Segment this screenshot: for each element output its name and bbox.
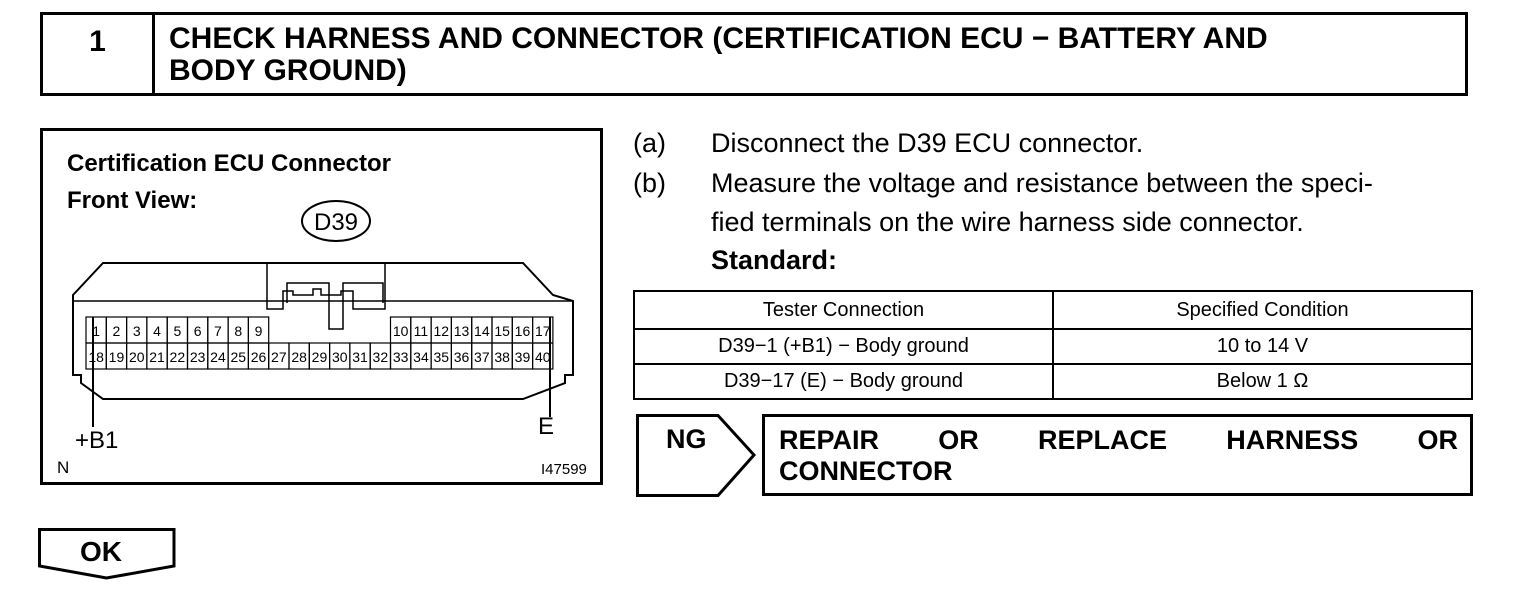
pin-12: 12 (433, 323, 449, 339)
ng-word: OR (938, 425, 979, 455)
figure-title-line2: Front View: (67, 187, 198, 214)
figure-title: Certification ECU Connector Front View: (67, 145, 391, 219)
pin-38: 38 (494, 349, 510, 365)
table-cell: 10 to 14 V (1052, 328, 1473, 365)
step-number: 1 (43, 15, 155, 93)
pin-7: 7 (214, 323, 222, 339)
ng-word: REPAIR (779, 425, 880, 455)
pin-29: 29 (312, 349, 328, 365)
header-specified-condition: Specified Condition (1052, 290, 1473, 330)
pin-8: 8 (234, 323, 242, 339)
pin-15: 15 (494, 323, 510, 339)
pin-23: 23 (190, 349, 206, 365)
ok-arrow-shape (38, 528, 176, 580)
ng-action-text: REPAIR OR REPLACE HARNESS OR CONNECTOR (779, 425, 1458, 487)
pin-28: 28 (291, 349, 307, 365)
connector-body-outline (72, 262, 574, 400)
standard-table: Tester Connection Specified Condition D3… (633, 290, 1473, 400)
pin-40: 40 (535, 349, 551, 365)
pin-5: 5 (173, 323, 181, 339)
step-title-line1: CHECK HARNESS AND CONNECTOR (CERTIFICATI… (169, 22, 1268, 55)
ng-word: OR (1417, 425, 1459, 455)
figure-code: I47599 (541, 461, 587, 478)
pin-24: 24 (210, 349, 226, 365)
ng-arrow-shape (636, 414, 757, 497)
pin-40-cell (532, 342, 554, 370)
connector-latch-inner (286, 282, 384, 330)
pin-10: 10 (393, 323, 409, 339)
step-header: 1 CHECK HARNESS AND CONNECTOR (CERTIFICA… (40, 12, 1468, 96)
step-b-letter: (b) (633, 168, 666, 198)
pin-27: 27 (271, 349, 287, 365)
figure-title-line1: Certification ECU Connector (67, 150, 392, 177)
table-cell: D39−17 (E) − Body ground (633, 363, 1054, 400)
step-b-line1: Measure the voltage and resistance betwe… (711, 168, 1373, 198)
ng-action-line1: REPAIR OR REPLACE HARNESS OR (779, 425, 1458, 456)
pin-33: 33 (393, 349, 409, 365)
pin-34: 34 (413, 349, 429, 365)
step-a-text: Disconnect the D39 ECU connector. (711, 128, 1144, 158)
pin-21: 21 (149, 349, 165, 365)
label-b1: +B1 (75, 427, 119, 454)
table-row: D39−1 (+B1) − Body ground 10 to 14 V (633, 328, 1473, 365)
pin-1: 1 (92, 323, 100, 339)
step-title-line2: BODY GROUND) (169, 54, 407, 87)
pin-6: 6 (194, 323, 202, 339)
corner-mark: N (57, 458, 70, 477)
table-cell: D39−1 (+B1) − Body ground (633, 328, 1054, 365)
pin-20: 20 (129, 349, 145, 365)
pin-39: 39 (515, 349, 531, 365)
step-b-text: Measure the voltage and resistance betwe… (711, 164, 1473, 242)
header-tester-connection: Tester Connection (633, 290, 1054, 330)
connector-id-label: D39 (314, 209, 358, 236)
ng-label: NG (666, 424, 707, 454)
pin-13: 13 (454, 323, 470, 339)
pin-26: 26 (251, 349, 267, 365)
pin-2: 2 (113, 323, 121, 339)
pin-30: 30 (332, 349, 348, 365)
pin-25: 25 (230, 349, 246, 365)
standard-label: Standard: (711, 245, 838, 275)
table-header-row: Tester Connection Specified Condition (633, 290, 1473, 330)
ng-word: HARNESS (1226, 425, 1359, 455)
pin-36: 36 (454, 349, 470, 365)
pin-37: 37 (474, 349, 490, 365)
pin-11: 11 (414, 323, 429, 339)
pin-18: 18 (88, 349, 104, 365)
pin-35: 35 (433, 349, 449, 365)
step-title: CHECK HARNESS AND CONNECTOR (CERTIFICATI… (169, 23, 1405, 87)
pin-14: 14 (474, 323, 490, 339)
ng-word: REPLACE (1037, 425, 1167, 455)
ok-label: OK (80, 536, 122, 567)
step-b-line2: fied terminals on the wire harness side … (711, 207, 1304, 237)
table-row: D39−17 (E) − Body ground Below 1 Ω (633, 363, 1473, 400)
pin-22: 22 (170, 349, 186, 365)
pin-16: 16 (515, 323, 531, 339)
table-cell: Below 1 Ω (1052, 363, 1473, 400)
pin-19: 19 (109, 349, 125, 365)
pin-9: 9 (255, 323, 263, 339)
connector-latch (266, 263, 386, 310)
pin-3: 3 (133, 323, 141, 339)
ng-action-line2: CONNECTOR (779, 456, 953, 486)
pin-32: 32 (373, 349, 389, 365)
pin-17: 17 (535, 323, 551, 339)
label-e: E (538, 413, 555, 440)
pin-31: 31 (352, 349, 368, 365)
step-a-letter: (a) (633, 128, 666, 158)
pin-4: 4 (153, 323, 161, 339)
connector-id-ellipse (301, 200, 371, 242)
ng-action-box: REPAIR OR REPLACE HARNESS OR CONNECTOR (762, 414, 1473, 496)
